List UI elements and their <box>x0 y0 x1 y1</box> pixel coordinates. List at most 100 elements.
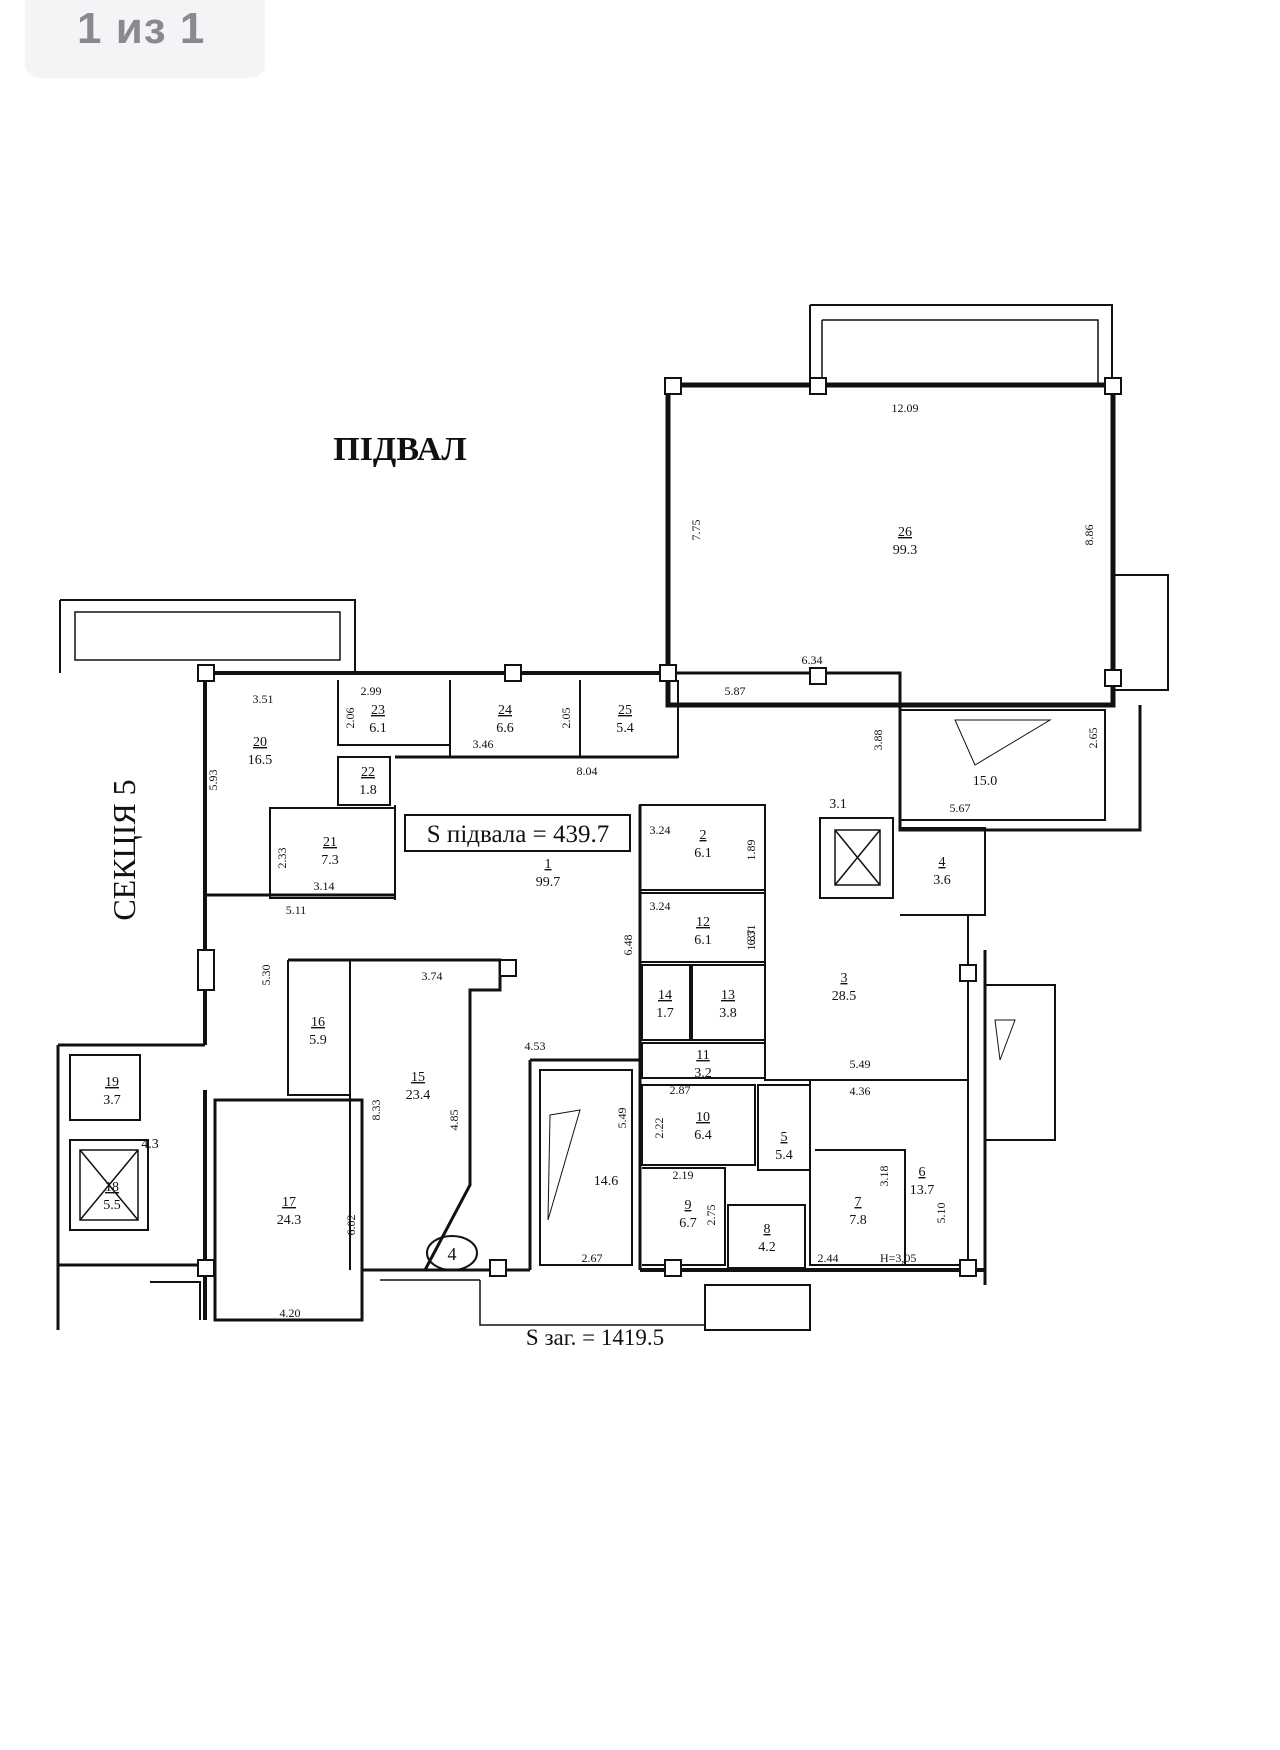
room-area: 5.5 <box>103 1198 121 1213</box>
dimension-label: 2.67 <box>582 1251 603 1265</box>
page-counter-text: 1 из 1 <box>77 4 206 53</box>
room-number: 15 <box>411 1070 425 1085</box>
dimension-label: 4.85 <box>447 1110 461 1131</box>
room-area: 23.4 <box>406 1088 431 1103</box>
dimension-label: 6.02 <box>344 1215 358 1236</box>
entrance-marker: 4 <box>448 1244 457 1264</box>
room-area: 6.1 <box>369 721 387 736</box>
room-area: 1.7 <box>656 1006 674 1021</box>
room-number: 8 <box>764 1222 771 1237</box>
dimension-label: 4.36 <box>850 1084 871 1098</box>
room-area: 6.4 <box>694 1128 712 1143</box>
dimension-label: 6.48 <box>621 935 635 956</box>
dimension-label: 2.65 <box>1086 728 1100 749</box>
room-area: 3.2 <box>694 1066 712 1081</box>
dimension-label: 2.87 <box>670 1083 691 1097</box>
dimension-label: 8.04 <box>577 764 598 778</box>
room-area: 16.5 <box>248 753 273 768</box>
room-number: 14 <box>658 988 672 1003</box>
room-number: 19 <box>105 1075 119 1090</box>
section-label: СЕКЦІЯ 5 <box>106 779 142 920</box>
dimension-label: 3.74 <box>422 969 443 983</box>
dimension-label: 12.09 <box>892 401 919 415</box>
dimension-label: 1.87 <box>744 930 758 951</box>
room-area: 13.7 <box>910 1183 935 1198</box>
room-area: 28.5 <box>832 989 857 1004</box>
room-number: 20 <box>253 735 267 750</box>
dimension-label: 2.22 <box>652 1118 666 1139</box>
dimension-label: 5.87 <box>725 684 746 698</box>
dimension-label: 1.89 <box>744 840 758 861</box>
page-counter: 1 из 1 <box>25 0 265 78</box>
room-area: 5.9 <box>309 1033 327 1048</box>
dimension-label: 5.93 <box>206 770 220 791</box>
room-area: 99.3 <box>893 543 918 558</box>
dimension-label: 6.31 <box>744 925 758 946</box>
room-area: 99.7 <box>536 875 561 890</box>
dimension-label: 3.18 <box>877 1166 891 1187</box>
room-area: 4.2 <box>758 1240 776 1255</box>
dimension-label: 3.51 <box>253 692 274 706</box>
room-number: 3 <box>841 971 848 986</box>
dimension-label: 5.49 <box>615 1108 629 1129</box>
dimension-label: 4.53 <box>525 1039 546 1053</box>
dimension-label: 2.19 <box>673 1168 694 1182</box>
room-area: 15.0 <box>973 774 998 789</box>
dimension-label: 3.88 <box>871 730 885 751</box>
room-area: 7.3 <box>321 853 339 868</box>
room-number: 21 <box>323 835 337 850</box>
dimension-label: 6.34 <box>802 653 823 667</box>
room-area: 3.7 <box>103 1093 121 1108</box>
room-number: 4 <box>939 855 946 870</box>
room-area: 7.8 <box>849 1213 867 1228</box>
room-number: 1 <box>545 857 552 872</box>
basement-area: S підвала = 439.7 <box>427 821 609 848</box>
room-area: 14.6 <box>594 1174 619 1189</box>
dimension-label: 7.75 <box>689 520 703 541</box>
dimension-label: 3.14 <box>314 879 335 893</box>
room-area: 24.3 <box>277 1213 302 1228</box>
room-number: 13 <box>721 988 735 1003</box>
dimension-label: 3.46 <box>473 737 494 751</box>
dimension-label: 2.75 <box>704 1205 718 1226</box>
dimension-label: 8.86 <box>1082 525 1096 546</box>
room-area: 6.1 <box>694 846 712 861</box>
dimension-label: 2.06 <box>343 708 357 729</box>
room-area: 5.4 <box>616 721 634 736</box>
room-area: 6.6 <box>496 721 514 736</box>
room-number: 22 <box>361 765 375 780</box>
dimension-label: 3.24 <box>650 823 671 837</box>
room-number: 10 <box>696 1110 710 1125</box>
room-area: 5.4 <box>775 1148 793 1163</box>
plan-title: ПІДВАЛ <box>333 431 467 468</box>
dimension-label: 2.33 <box>275 848 289 869</box>
total-area: S заг. = 1419.5 <box>526 1325 664 1350</box>
dimension-label: 2.05 <box>559 708 573 729</box>
room-area: 3.8 <box>719 1006 737 1021</box>
room-number: 24 <box>498 703 512 718</box>
dimension-label: 4.20 <box>280 1306 301 1320</box>
dimension-label: 5.30 <box>259 965 273 986</box>
room-number: 7 <box>855 1195 862 1210</box>
dimension-label: 8.33 <box>369 1100 383 1121</box>
room-number: 12 <box>696 915 710 930</box>
room-number: 18 <box>105 1180 119 1195</box>
room-number: 16 <box>311 1015 325 1030</box>
basement-area-box <box>404 814 631 852</box>
dimension-label: 2.99 <box>361 684 382 698</box>
dimension-label: 5.49 <box>850 1057 871 1071</box>
dimension-label: 5.11 <box>286 903 307 917</box>
dimension-label: 2.44 <box>818 1251 839 1265</box>
room-area: 3.1 <box>829 797 847 812</box>
room-number: 6 <box>919 1165 926 1180</box>
room-number: 17 <box>282 1195 296 1210</box>
room-area: 4.3 <box>141 1137 159 1152</box>
dimension-label: 3.24 <box>650 899 671 913</box>
room-number: 11 <box>696 1048 709 1063</box>
room-number: 5 <box>781 1130 788 1145</box>
room-number: 26 <box>898 525 912 540</box>
room-area: 6.7 <box>679 1216 697 1231</box>
